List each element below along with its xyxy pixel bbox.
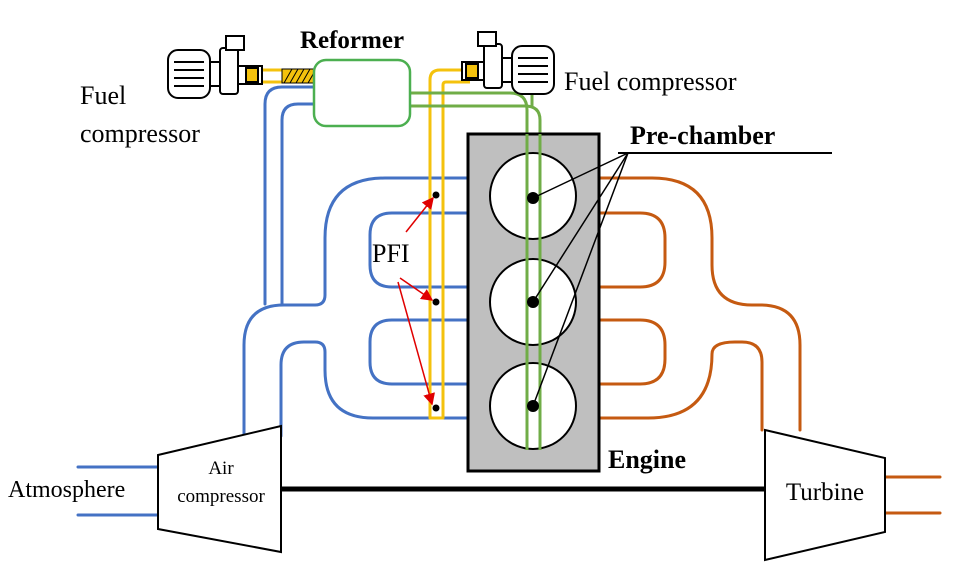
intake-runner-1 [368, 211, 470, 289]
intake-riser-inner [279, 340, 470, 438]
left-fuel-compressor-icon [167, 35, 263, 99]
reformer-return-line-outer [263, 85, 317, 306]
pfi-arrows [397, 196, 435, 406]
reformer-box [312, 58, 412, 128]
right-fuel-compressor-icon [461, 31, 555, 95]
exhaust-inner [598, 340, 764, 432]
right-fuel-compressor-label: Fuel compressor [564, 67, 737, 96]
turbine-label: Turbine [786, 479, 864, 506]
air-compressor-label-line1: Air [208, 458, 234, 479]
pfi-fuel-line-outer [428, 68, 470, 420]
fuel-lines [262, 68, 470, 420]
air-compressor-label-line2: compressor [177, 486, 265, 507]
exhaust-outer [598, 176, 802, 432]
pre-chamber-leader-lines [532, 152, 629, 407]
intake-riser-outer [242, 176, 470, 438]
left-fuel-compressor-label-line1: Fuel [80, 81, 126, 110]
air-compressor-shape [157, 424, 282, 554]
pfi-arrow-3 [397, 281, 435, 406]
exhaust-lines [598, 176, 942, 515]
fuel-to-reformer [262, 68, 282, 84]
pfi-dots [432, 191, 440, 412]
pfi-dot-1 [432, 191, 440, 199]
pre-chamber-line-inner [410, 104, 542, 450]
exhaust-runner-1 [598, 211, 667, 289]
pfi-arrow-1 [405, 196, 434, 233]
reformer-return-line-inner [280, 102, 317, 306]
engine-label: Engine [608, 445, 686, 474]
fuel-connector-hatched [281, 68, 316, 84]
pfi-arrow-2 [399, 277, 434, 301]
pfi-dot-2 [432, 298, 440, 306]
atmosphere-label: Atmosphere [8, 477, 125, 503]
pfi-dot-3 [432, 404, 440, 412]
pre-chamber-label: Pre-chamber [630, 121, 775, 150]
intake-runner-2 [368, 318, 470, 386]
intake-air-lines [76, 85, 470, 517]
pre-chamber-line-outer [410, 91, 529, 450]
left-fuel-compressor-label-line2: compressor [80, 119, 200, 148]
turbine-shape [764, 428, 886, 562]
reformer-label: Reformer [300, 27, 404, 54]
exhaust-runner-2 [598, 318, 667, 386]
pfi-label: PFI [372, 239, 410, 268]
